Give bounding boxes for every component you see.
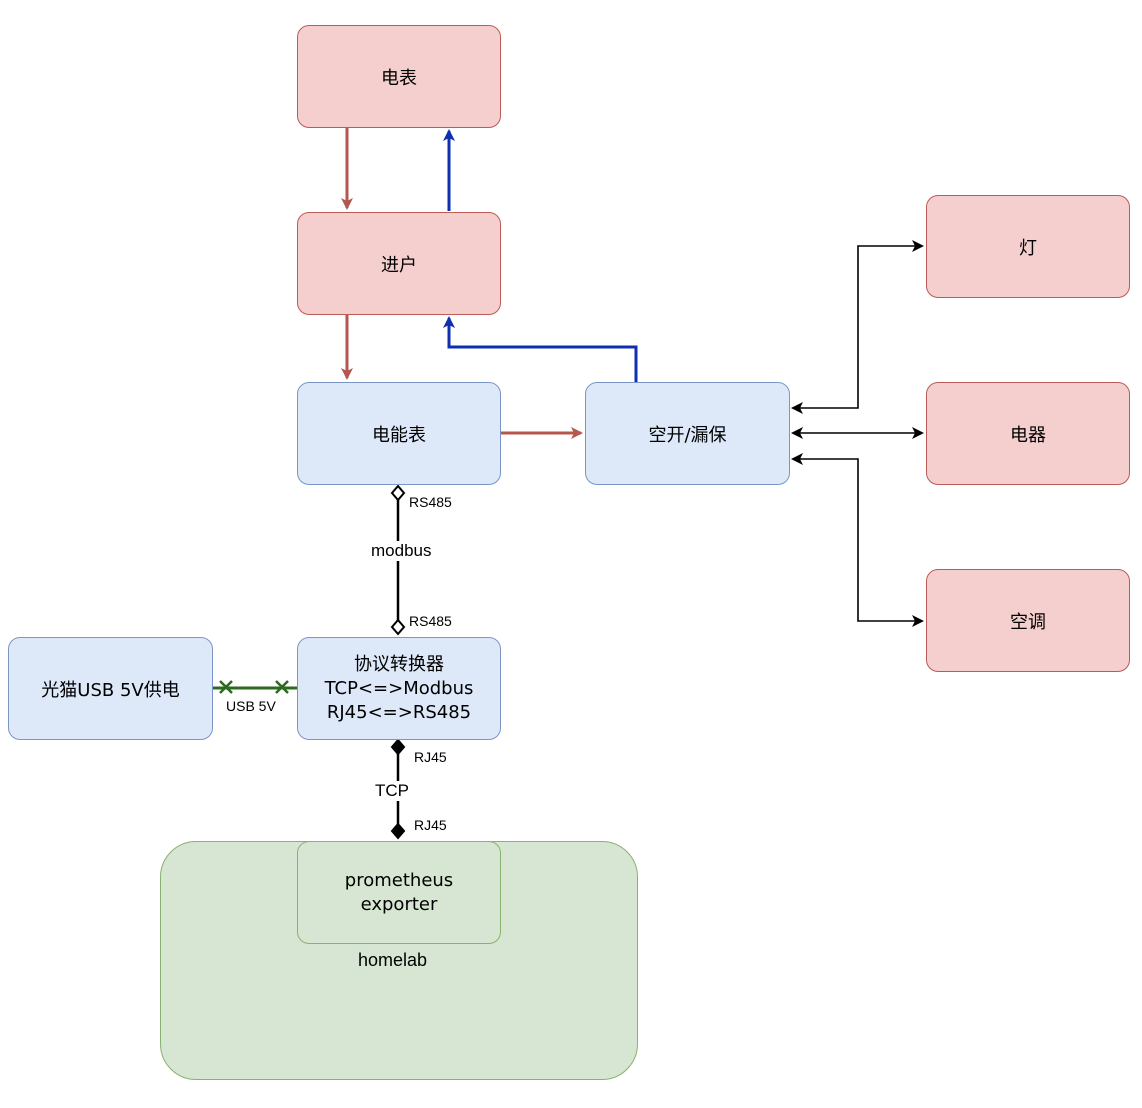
rj45-bottom-connector — [390, 822, 406, 840]
node-power-source-label: 光猫USB 5V供电 — [41, 679, 180, 701]
node-meter: 电表 — [297, 25, 501, 128]
node-energy-meter: 电能表 — [297, 382, 501, 485]
node-converter-line-2: TCP<=>Modbus — [324, 677, 474, 699]
node-exporter-line-2: exporter — [360, 893, 438, 915]
node-breaker: 空开/漏保 — [585, 382, 790, 485]
edge-breaker-aircon — [791, 453, 924, 627]
node-power-source: 光猫USB 5V供电 — [8, 637, 213, 740]
label-usb-5v: USB 5V — [226, 698, 276, 714]
node-light-label: 灯 — [1019, 237, 1037, 259]
label-tcp: TCP — [373, 781, 411, 801]
node-converter-line-1: 协议转换器 — [353, 653, 444, 675]
node-aircon-label: 空调 — [1010, 611, 1046, 633]
node-exporter-line-1: prometheus — [344, 869, 454, 891]
node-exporter: prometheus exporter — [297, 841, 501, 944]
edge-breaker-light — [791, 240, 924, 414]
homelab-label: homelab — [358, 950, 428, 970]
label-rs485-bottom: RS485 — [409, 613, 452, 629]
usb-right-cross-icon — [275, 680, 289, 694]
node-aircon: 空调 — [926, 569, 1130, 672]
node-exporter-text: prometheus exporter — [345, 869, 453, 917]
node-appliance: 电器 — [926, 382, 1130, 485]
usb-left-cross-icon — [219, 680, 233, 694]
node-energy-meter-label: 电能表 — [372, 424, 426, 446]
rs485-top-connector — [390, 484, 406, 502]
label-rs485-top: RS485 — [409, 494, 452, 510]
edge-breaker-to-entry — [443, 316, 638, 382]
label-rj45-top: RJ45 — [414, 749, 447, 765]
rs485-bottom-connector — [390, 618, 406, 636]
node-entry: 进户 — [297, 212, 501, 315]
node-breaker-label: 空开/漏保 — [648, 424, 727, 446]
node-converter-line-3: RJ45<=>RS485 — [326, 701, 472, 723]
label-rj45-bottom: RJ45 — [414, 817, 447, 833]
node-converter-text: 协议转换器 TCP<=>Modbus RJ45<=>RS485 — [325, 653, 474, 725]
rj45-top-connector — [390, 738, 406, 756]
node-meter-label: 电表 — [381, 67, 417, 89]
node-appliance-label: 电器 — [1010, 424, 1046, 446]
label-modbus: modbus — [369, 541, 434, 561]
node-entry-label: 进户 — [381, 254, 417, 276]
node-light: 灯 — [926, 195, 1130, 298]
node-converter: 协议转换器 TCP<=>Modbus RJ45<=>RS485 — [297, 637, 501, 740]
